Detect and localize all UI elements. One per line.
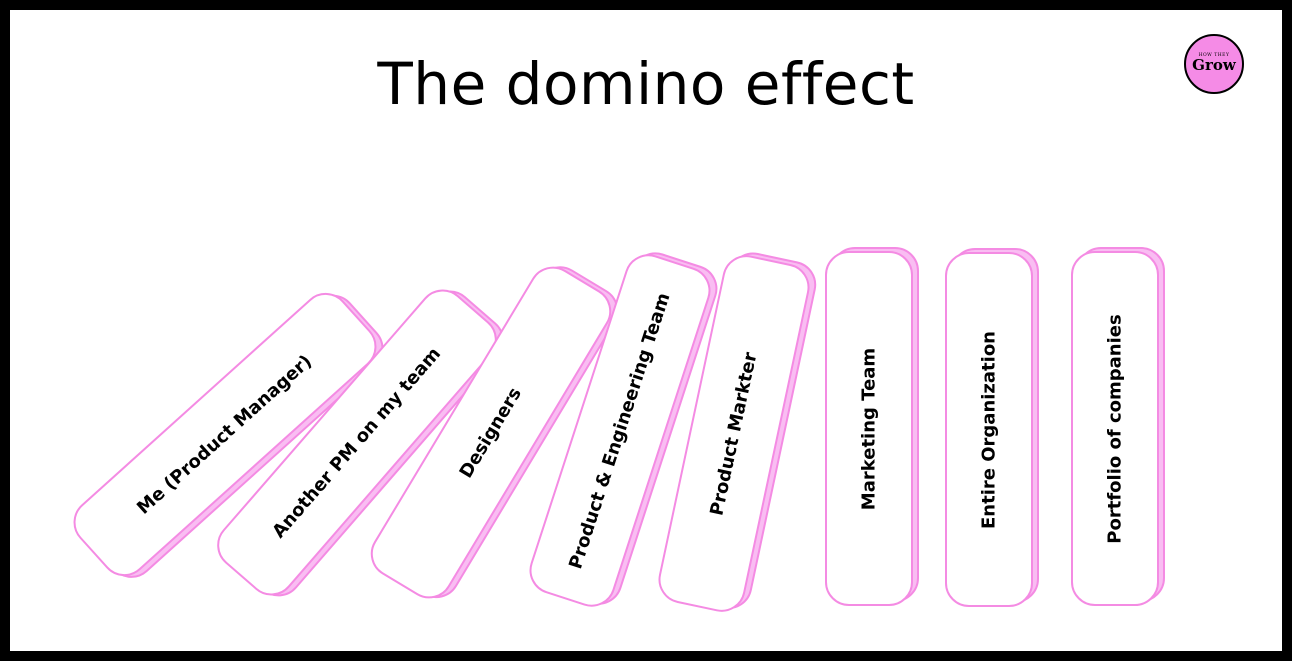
domino-label: Portfolio of companies xyxy=(1104,313,1126,544)
logo-top-text: HOW THEY xyxy=(1198,52,1230,58)
logo-main-text: Grow xyxy=(1192,56,1236,75)
domino-entire-organization: Entire Organization xyxy=(945,248,1039,607)
diagram-title: The domino effect xyxy=(377,50,915,118)
domino-label: Entire Organization xyxy=(978,330,1000,529)
domino-portfolio-of-companies: Portfolio of companies xyxy=(1071,247,1165,606)
domino-label: Marketing Team xyxy=(858,347,880,510)
how-they-grow-logo: HOW THEY Grow xyxy=(1184,34,1244,94)
domino-marketing-team: Marketing Team xyxy=(825,247,919,606)
